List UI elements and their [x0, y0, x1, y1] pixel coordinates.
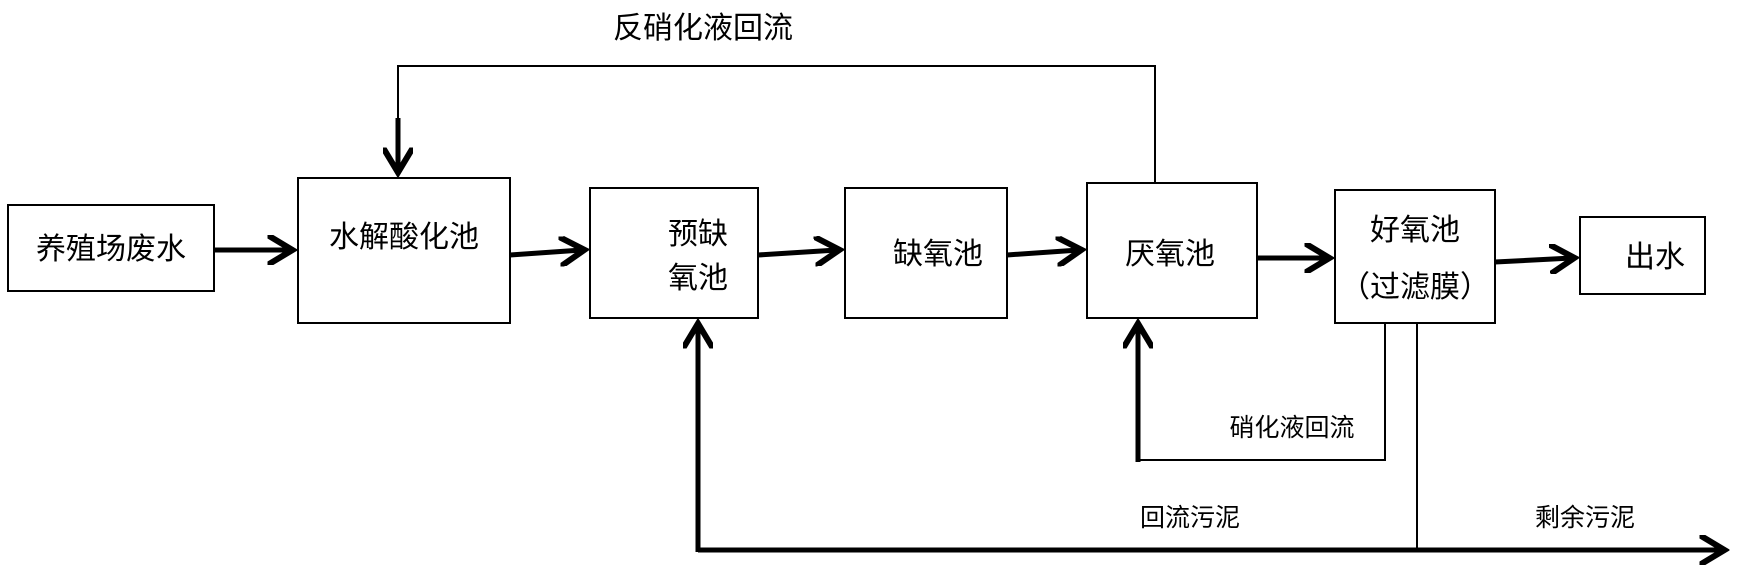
nitrification-return-label: 硝化液回流: [1229, 413, 1354, 442]
aerobic-label-line1: 好氧池: [1370, 213, 1460, 248]
pre-anoxic-box: [589, 187, 759, 319]
effluent-label: 出水: [1625, 240, 1685, 275]
pre-anoxic-label-line2: 氧池: [668, 261, 728, 296]
anaerobic-label: 厌氧池: [1125, 237, 1215, 272]
hydrolysis-box: [297, 177, 511, 324]
arrow-preanoxic-to-anoxic: [757, 250, 837, 255]
arrow-anoxic-to-anaerobic: [1006, 250, 1079, 255]
denitrification-return-line: [397, 65, 1156, 183]
wastewater-label: 养殖场废水: [36, 232, 186, 267]
arrow-aerobic-to-effluent: [1494, 258, 1572, 262]
sludge-return-label: 回流污泥: [1140, 503, 1240, 532]
arrow-hydrolysis-to-preanoxic: [509, 250, 582, 255]
anoxic-label: 缺氧池: [893, 237, 983, 272]
aerobic-label-line2: （过滤膜）: [1340, 270, 1490, 305]
hydrolysis-label: 水解酸化池: [329, 220, 479, 255]
aerobic-box: [1334, 189, 1496, 324]
anaerobic-box: [1086, 182, 1258, 319]
nitrification-return-line: [1138, 323, 1386, 461]
pre-anoxic-label-line1: 预缺: [668, 217, 728, 252]
anoxic-box: [844, 187, 1008, 319]
denitrification-return-label: 反硝化液回流: [613, 11, 793, 46]
excess-sludge-label: 剩余污泥: [1535, 503, 1635, 532]
wastewater-box: [7, 204, 215, 292]
